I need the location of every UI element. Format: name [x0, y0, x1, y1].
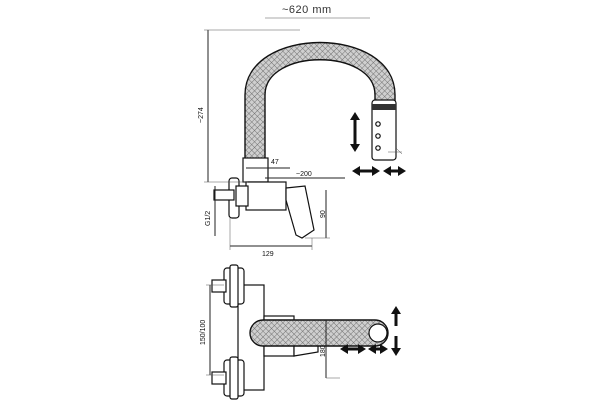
height-dim-label: ~274 [198, 107, 205, 123]
mixer-body [245, 181, 287, 211]
spacing-dim-label: 150/100 [200, 320, 207, 345]
side-view: ~620 mm ~274 47 ~200 G1/2 [198, 4, 406, 258]
spray-button-2 [375, 133, 381, 139]
overall-length-label: ~620 mm [282, 4, 332, 16]
lower-pipe [211, 371, 227, 385]
lower-flange [229, 356, 239, 400]
offset-dim-label: 47 [271, 159, 279, 166]
upper-flange [229, 264, 239, 308]
upper-pipe [211, 279, 227, 293]
reach-dim-label: ~200 [296, 171, 312, 178]
depth-dim-label: 129 [262, 251, 274, 258]
spout-collar [242, 157, 269, 183]
connector-pipe [213, 189, 235, 201]
spray-outlet [388, 147, 403, 155]
front-view: 150/100 180 [200, 264, 401, 400]
lever-handle [285, 185, 315, 239]
thread-dim-label: G1/2 [205, 211, 212, 226]
spray-button-3 [375, 145, 381, 151]
spray-head-band [372, 104, 396, 110]
arrow-left-right-icon [352, 166, 406, 176]
arrow-up-down-icon [350, 112, 360, 152]
arrow-up-down-icon [391, 306, 401, 356]
body-height-dim-label: 90 [320, 210, 327, 218]
plan-hose [249, 319, 389, 347]
arrow-left-right-icon [340, 344, 388, 354]
spray-head [371, 99, 397, 161]
length-dim-label: 180 [320, 345, 327, 357]
plan-spout-end [368, 323, 388, 343]
spray-button-1 [375, 121, 381, 127]
connector-nut [235, 185, 249, 207]
